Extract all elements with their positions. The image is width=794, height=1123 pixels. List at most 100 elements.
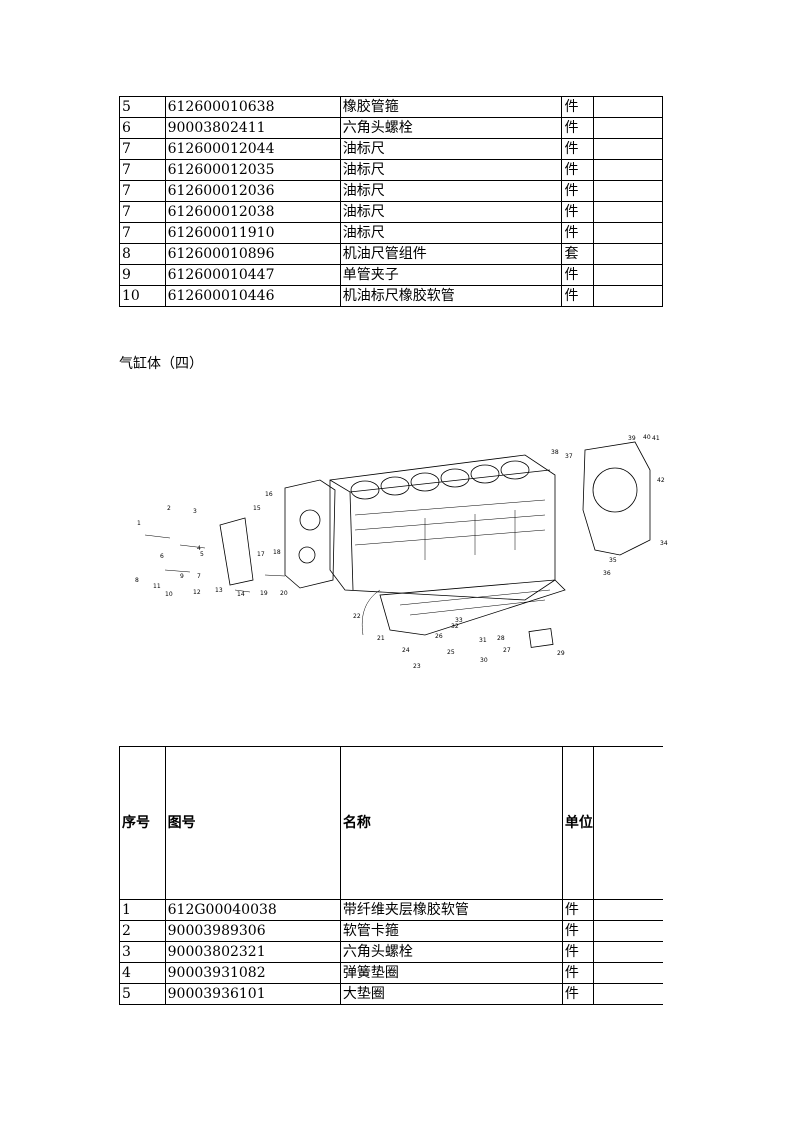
cell-extra: [592, 899, 663, 921]
callout-10: 10: [165, 591, 173, 598]
cell-name: 单管夹子: [339, 264, 563, 286]
callout-29: 29: [557, 650, 565, 657]
callout-14: 14: [237, 591, 245, 598]
cell-unit: 套: [561, 243, 594, 265]
cell-seq: 5: [119, 983, 166, 1005]
callout-8: 8: [135, 577, 139, 584]
callout-9: 9: [180, 573, 184, 580]
callout-34: 34: [660, 540, 668, 547]
cell-seq: 7: [119, 180, 166, 202]
cell-part-no: 90003802321: [164, 941, 341, 963]
callout-4: 4: [197, 545, 201, 552]
cell-unit: 件: [561, 180, 594, 202]
cell-part-no: 612600010446: [164, 285, 341, 307]
cell-unit: 件: [561, 264, 594, 286]
cell-seq: 2: [119, 920, 166, 942]
callout-11: 11: [153, 583, 161, 590]
cell-extra: [592, 285, 664, 307]
callout-7: 7: [197, 573, 201, 580]
callout-33: 33: [455, 617, 463, 624]
cell-unit: 件: [561, 96, 594, 118]
cell-part-no: 612G00040038: [164, 899, 341, 921]
flywheel-housing: [582, 441, 651, 556]
header-extra: [592, 746, 663, 900]
cell-unit: 件: [561, 962, 594, 984]
cell-name: 油标尺: [339, 180, 563, 202]
cell-name: 机油尺管组件: [339, 243, 563, 265]
callout-41: 41: [652, 435, 660, 442]
pump-plate: [219, 517, 254, 586]
cell-unit: 件: [561, 222, 594, 244]
callout-31: 31: [479, 637, 487, 644]
cell-seq: 6: [119, 117, 166, 139]
header-part-no: 图号: [164, 746, 341, 900]
cell-seq: 7: [119, 138, 166, 160]
cell-part-no: 612600010896: [164, 243, 341, 265]
cell-part-no: 612600012038: [164, 201, 341, 223]
callout-16: 16: [265, 491, 273, 498]
callout-26: 26: [435, 633, 443, 640]
header-name: 名称: [339, 746, 563, 900]
callout-5: 5: [200, 551, 204, 558]
callout-36: 36: [603, 570, 611, 577]
cell-extra: [592, 243, 664, 265]
oil-pan: [379, 579, 566, 636]
cell-name: 油标尺: [339, 222, 563, 244]
callout-32: 32: [451, 623, 459, 630]
cell-extra: [592, 264, 664, 286]
cell-unit: 件: [561, 117, 594, 139]
callout-19: 19: [260, 590, 268, 597]
cell-unit: 件: [561, 983, 594, 1005]
section-title: 气缸体（四）: [119, 356, 203, 372]
cell-name: 软管卡箍: [339, 920, 563, 942]
cell-name: 弹簧垫圈: [339, 962, 563, 984]
callout-21: 21: [377, 635, 385, 642]
callout-35: 35: [609, 557, 617, 564]
callout-25: 25: [447, 649, 455, 656]
callout-1: 1: [137, 520, 141, 527]
cell-extra: [592, 159, 664, 181]
callout-6: 6: [160, 553, 164, 560]
cell-unit: 件: [561, 201, 594, 223]
cell-part-no: 612600012035: [164, 159, 341, 181]
front-cover: [284, 479, 336, 589]
cell-part-no: 90003931082: [164, 962, 341, 984]
cell-seq: 7: [119, 201, 166, 223]
cell-seq: 7: [119, 159, 166, 181]
cell-extra: [592, 138, 664, 160]
cell-extra: [592, 983, 663, 1005]
cell-seq: 1: [119, 899, 166, 921]
cell-seq: 3: [119, 941, 166, 963]
cell-unit: 件: [561, 920, 594, 942]
cell-unit: 件: [561, 899, 594, 921]
cell-name: 油标尺: [339, 159, 563, 181]
callout-38: 38: [551, 449, 559, 456]
cell-name: 油标尺: [339, 201, 563, 223]
cell-extra: [592, 117, 664, 139]
cell-name: 六角头螺栓: [339, 117, 563, 139]
cell-name: 六角头螺栓: [339, 941, 563, 963]
cell-extra: [592, 941, 663, 963]
cell-part-no: 612600011910: [164, 222, 341, 244]
cell-unit: 件: [561, 159, 594, 181]
cell-seq: 9: [119, 264, 166, 286]
cell-extra: [592, 962, 663, 984]
cell-extra: [592, 920, 663, 942]
callout-17: 17: [257, 551, 265, 558]
callout-18: 18: [273, 549, 281, 556]
